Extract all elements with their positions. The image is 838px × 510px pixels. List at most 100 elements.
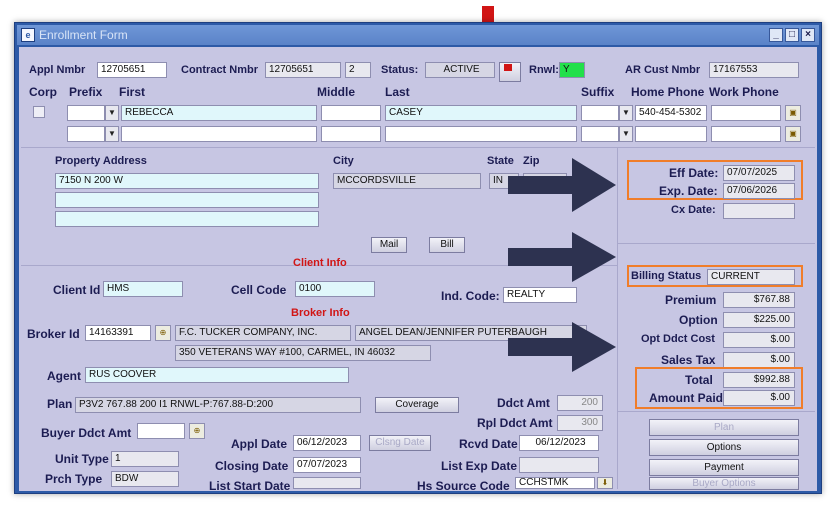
client-info-heading: Client Info <box>293 257 347 269</box>
ar-cust-label: AR Cust Nmbr <box>625 64 701 76</box>
dates-highlight-box <box>627 160 803 200</box>
property-address-label: Property Address <box>55 155 147 167</box>
phone-lookup-icon[interactable]: ▣ <box>785 105 801 121</box>
chevron-down-icon[interactable]: ▼ <box>105 105 119 121</box>
mail-button[interactable]: Mail <box>371 237 407 253</box>
buyer-options-button[interactable]: Buyer Options <box>649 477 799 490</box>
zip-label: Zip <box>523 155 540 167</box>
premium-label: Premium <box>665 293 717 307</box>
last-name-field[interactable]: CASEY <box>385 105 577 121</box>
chevron-down-icon[interactable]: ▼ <box>105 126 119 142</box>
hs-source-code-field[interactable]: CCHSTMK <box>515 477 595 489</box>
closing-date-label: Closing Date <box>215 459 289 473</box>
prefix-select-2[interactable] <box>67 126 105 142</box>
rnwl-field[interactable]: Y <box>559 62 585 78</box>
appl-nmbr-field[interactable]: 12705651 <box>97 62 167 78</box>
broker-id-field[interactable]: 14163391 <box>85 325 151 341</box>
address-line-2[interactable] <box>55 192 319 208</box>
download-arrow-icon[interactable]: ⬇ <box>597 477 613 489</box>
work-phone-field[interactable] <box>711 105 781 121</box>
broker-company-field: F.C. TUCKER COMPANY, INC. <box>175 325 351 341</box>
work-phone-field-2[interactable] <box>711 126 781 142</box>
bill-button[interactable]: Bill <box>429 237 465 253</box>
address-line-1[interactable]: 7150 N 200 W <box>55 173 319 189</box>
premium-field: $767.88 <box>723 292 795 308</box>
plan-button[interactable]: Plan <box>649 419 799 436</box>
closing-date-field[interactable]: 07/07/2023 <box>293 457 361 473</box>
prefix-label: Prefix <box>69 85 103 99</box>
state-label: State <box>487 155 514 167</box>
list-exp-date-field[interactable] <box>519 457 599 473</box>
maximize-icon[interactable]: □ <box>785 28 799 42</box>
contract-nmbr-field[interactable]: 12705651 <box>265 62 341 78</box>
first-label: First <box>119 85 146 99</box>
prch-type-field[interactable]: BDW <box>111 471 179 487</box>
list-exp-date-label: List Exp Date <box>441 459 518 473</box>
client-id-field[interactable]: HMS <box>103 281 183 297</box>
hs-source-code-label: Hs Source Code <box>417 479 510 493</box>
closing-date-button[interactable]: Clsng Date <box>369 435 431 451</box>
list-start-date-label: List Start Date <box>209 479 291 493</box>
first-name-field-2[interactable] <box>121 126 317 142</box>
client-id-label: Client Id <box>53 283 101 297</box>
buyer-ddct-field[interactable] <box>137 423 185 439</box>
billing-status-field: CURRENT <box>707 269 795 285</box>
options-button[interactable]: Options <box>649 439 799 456</box>
list-start-date-field[interactable] <box>293 477 361 489</box>
work-phone-label: Work Phone <box>709 85 779 99</box>
corp-checkbox[interactable] <box>33 106 45 118</box>
cx-date-field[interactable] <box>723 203 795 219</box>
opt-ddct-cost-label: Opt Ddct Cost <box>641 333 715 345</box>
suffix-label: Suffix <box>581 85 615 99</box>
ar-cust-field[interactable]: 17167553 <box>709 62 799 78</box>
ind-code-field[interactable]: REALTY <box>503 287 577 303</box>
first-name-field[interactable]: REBECCA <box>121 105 317 121</box>
exp-date-label: Exp. Date: <box>659 184 718 198</box>
cell-code-field[interactable]: 0100 <box>295 281 375 297</box>
eff-date-field[interactable]: 07/07/2025 <box>723 165 795 181</box>
home-phone-field-2[interactable] <box>635 126 707 142</box>
annotation-arrow-totals-icon <box>508 322 616 372</box>
unit-type-field[interactable]: 1 <box>111 451 179 467</box>
rnwl-label: Rnwl: <box>529 64 559 76</box>
prefix-select-1[interactable] <box>67 105 105 121</box>
agent-field[interactable]: RUS COOVER <box>85 367 349 383</box>
rcvd-date-label: Rcvd Date <box>459 437 518 451</box>
appl-date-field[interactable]: 06/12/2023 <box>293 435 361 451</box>
home-phone-field[interactable]: 540-454-5302 <box>635 105 707 121</box>
close-icon[interactable]: × <box>801 28 815 42</box>
address-line-3[interactable] <box>55 211 319 227</box>
total-label: Total <box>685 373 713 387</box>
coverage-button[interactable]: Coverage <box>375 397 459 413</box>
chevron-down-icon[interactable]: ▼ <box>619 126 633 142</box>
red-flag-icon <box>504 64 512 71</box>
last-name-field-2[interactable] <box>385 126 577 142</box>
contract-seq-field[interactable]: 2 <box>345 62 371 78</box>
ind-code-label: Ind. Code: <box>441 289 500 303</box>
sales-tax-field: $.00 <box>723 352 795 368</box>
broker-lookup-icon[interactable]: ⊕ <box>155 325 171 341</box>
title-bar: e Enrollment Form _ □ × <box>17 25 819 45</box>
middle-name-field[interactable] <box>321 105 381 121</box>
sales-tax-label: Sales Tax <box>661 353 716 367</box>
middle-name-field-2[interactable] <box>321 126 381 142</box>
rcvd-date-field[interactable]: 06/12/2023 <box>519 435 599 451</box>
total-field: $992.88 <box>723 372 795 388</box>
exp-date-field[interactable]: 07/06/2026 <box>723 183 795 199</box>
city-field[interactable]: MCCORDSVILLE <box>333 173 481 189</box>
ddct-amt-field[interactable]: 200 <box>557 395 603 411</box>
phone-lookup-icon[interactable]: ▣ <box>785 126 801 142</box>
buyer-ddct-label: Buyer Ddct Amt <box>41 426 132 440</box>
rpl-ddct-amt-field[interactable]: 300 <box>557 415 603 431</box>
status-flag-button[interactable] <box>499 62 521 82</box>
divider <box>21 147 815 148</box>
suffix-select-2[interactable] <box>581 126 619 142</box>
buyer-ddct-lookup-icon[interactable]: ⊕ <box>189 423 205 439</box>
minimize-icon[interactable]: _ <box>769 28 783 42</box>
suffix-select-1[interactable] <box>581 105 619 121</box>
eff-date-label: Eff Date: <box>669 166 719 180</box>
payment-button[interactable]: Payment <box>649 459 799 476</box>
form-body: Appl Nmbr 12705651 Contract Nmbr 1270565… <box>19 47 817 493</box>
chevron-down-icon[interactable]: ▼ <box>619 105 633 121</box>
broker-contact-field: ANGEL DEAN/JENNIFER PUTERBAUGH <box>355 325 587 341</box>
